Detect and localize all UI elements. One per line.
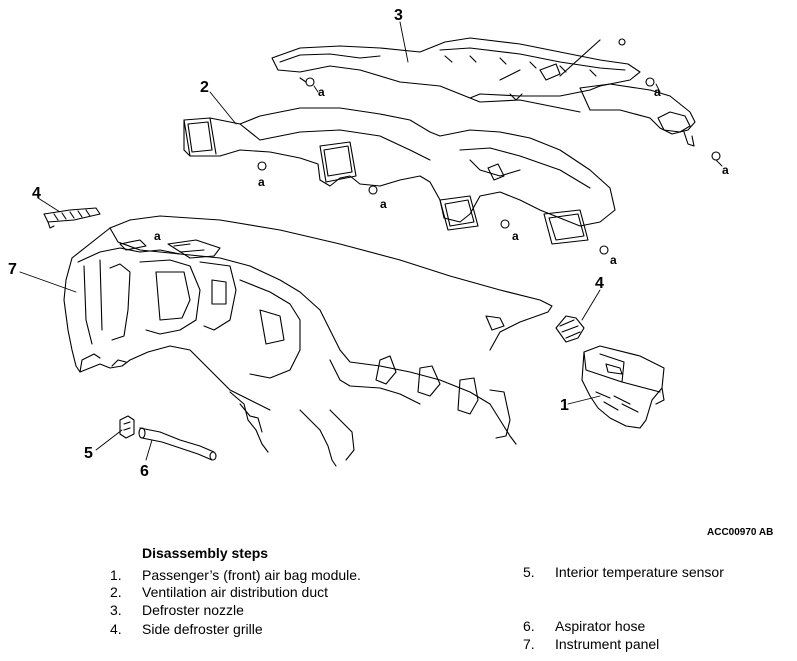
fastener-labels: a a a a a a a a: [154, 85, 729, 267]
fastener-label: a: [512, 229, 519, 243]
fastener-label: a: [722, 163, 729, 177]
callout-1: 1: [560, 397, 569, 414]
instrument-panel: [63, 215, 553, 467]
step-text: Aspirator hose: [555, 618, 646, 634]
step-number: 7.: [523, 636, 535, 652]
fastener-label: a: [654, 85, 661, 99]
step-number: 1.: [110, 567, 122, 583]
fastener-label: a: [318, 85, 325, 99]
callout-4-left: 4: [32, 185, 41, 202]
step-text: Ventilation air distribution duct: [142, 584, 328, 600]
side-defroster-grille-right: [555, 315, 585, 343]
step-number: 5.: [523, 564, 535, 580]
callout-7: 7: [8, 261, 17, 278]
leader-lines: [19, 21, 723, 461]
step-number: 4.: [110, 621, 122, 637]
step-number: 6.: [523, 618, 535, 634]
steps-title: Disassembly steps: [142, 545, 269, 561]
step-text: Instrument panel: [555, 636, 660, 652]
callout-labels: 3 2 4 7 4 1 5 6: [8, 7, 604, 480]
side-defroster-grille-left: [43, 207, 101, 229]
callout-2: 2: [200, 79, 209, 96]
step-number: 3.: [110, 602, 122, 618]
callout-6: 6: [140, 463, 149, 480]
interior-temperature-sensor: [119, 415, 135, 439]
callout-4-right: 4: [595, 275, 604, 292]
callout-3: 3: [394, 7, 403, 24]
fastener-label: a: [258, 175, 265, 189]
aspirator-hose: [138, 427, 217, 461]
callout-5: 5: [84, 445, 93, 462]
step-text: Side defroster grille: [142, 621, 263, 637]
air-bag-module: [581, 345, 665, 429]
figure-reference-code: ACC00970 AB: [707, 527, 774, 538]
defroster-nozzle: [271, 37, 721, 161]
step-text: Defroster nozzle: [142, 602, 244, 618]
fastener-label: a: [154, 229, 161, 243]
exploded-view-diagram: 3 2 4 7 4 1 5 6 a a a a a a a a: [8, 7, 729, 480]
step-text: Passenger’s (front) air bag module.: [142, 567, 361, 583]
step-number: 2.: [110, 584, 122, 600]
fastener-label: a: [380, 197, 387, 211]
fastener-label: a: [610, 253, 617, 267]
step-text: Interior temperature sensor: [555, 564, 724, 580]
ventilation-duct: [183, 107, 616, 255]
